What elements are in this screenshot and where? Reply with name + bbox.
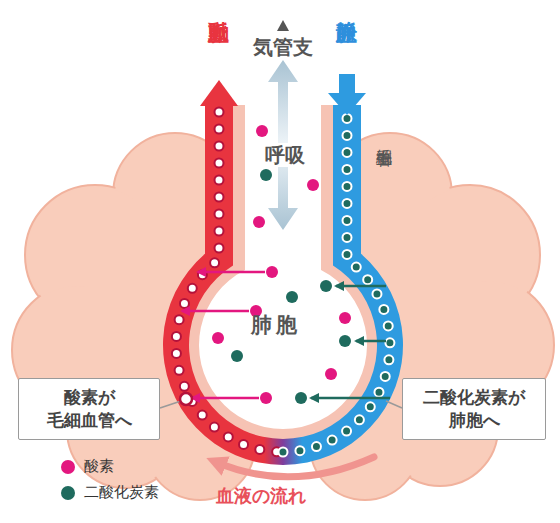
legend-swatch bbox=[61, 460, 75, 474]
highlight-cell bbox=[180, 393, 192, 405]
capillary-label: 毛細血管 bbox=[376, 136, 392, 140]
bronchus-label: 気管支 bbox=[248, 37, 318, 57]
callout-text: 二酸化炭素が 肺胞へ bbox=[403, 386, 545, 432]
legend-entry: 二酸化炭素 bbox=[61, 485, 159, 500]
legend-swatch bbox=[61, 486, 75, 500]
arterial-arrowhead bbox=[200, 80, 238, 106]
callout-box: 二酸化炭素が 肺胞へ bbox=[402, 378, 546, 440]
callout-content: 酸素が 毛細血管へ bbox=[19, 386, 159, 432]
alveolus-wall bbox=[189, 105, 377, 439]
venous-arrowhead bbox=[328, 93, 366, 115]
bronchus-triangle bbox=[277, 20, 289, 31]
callout-content: 二酸化炭素が 肺胞へ bbox=[403, 386, 545, 432]
callout-text: 酸素が 毛細血管へ bbox=[19, 386, 159, 432]
callout-box: 酸素が 毛細血管へ bbox=[18, 378, 160, 440]
alveolus-interior bbox=[199, 105, 367, 429]
callout-leader bbox=[160, 400, 184, 408]
legend-text: 酸素 bbox=[84, 459, 114, 474]
legend-text: 二酸化炭素 bbox=[84, 485, 159, 500]
capillary-tube bbox=[163, 105, 403, 465]
venous-arrow-shaft bbox=[339, 74, 355, 94]
alveolus-label: 肺胞 bbox=[251, 315, 301, 336]
legend-entry: 酸素 bbox=[61, 459, 114, 474]
breathing-label: 呼吸 bbox=[262, 143, 308, 167]
blood-label: 静脈血 bbox=[336, 4, 357, 7]
callout-leader bbox=[386, 401, 402, 408]
flow-label: 血液の流れ bbox=[216, 487, 306, 505]
flow-arrow bbox=[216, 457, 374, 477]
blood-label: 動脈血 bbox=[208, 4, 229, 7]
